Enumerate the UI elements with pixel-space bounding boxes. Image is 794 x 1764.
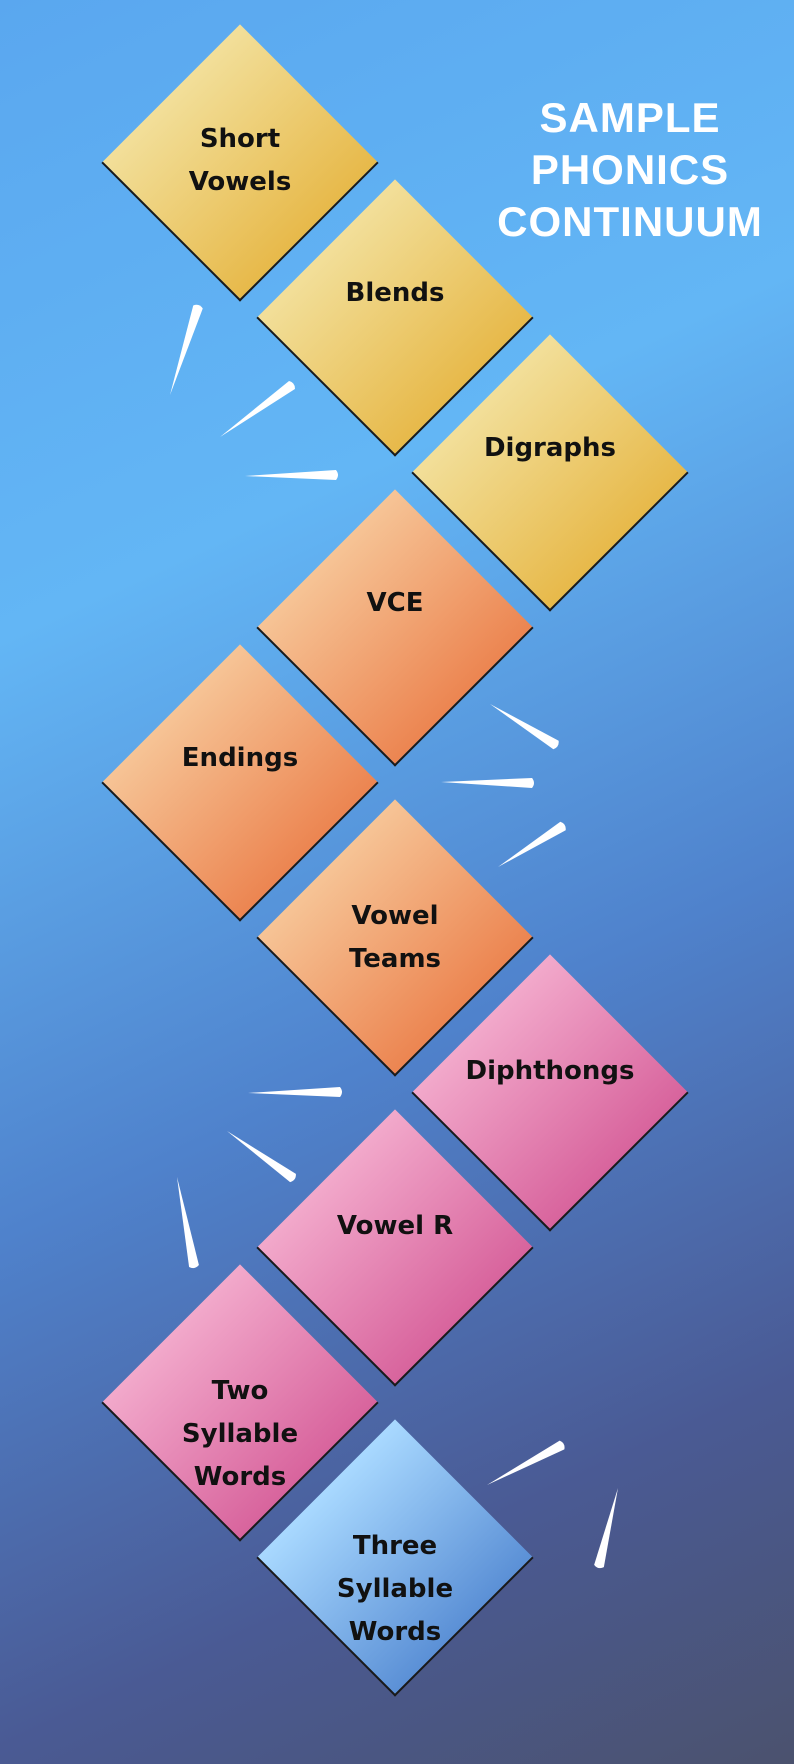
ray-2 [220,380,295,437]
title-line-3: CONTINUUM [497,198,763,245]
page-title: SAMPLE PHONICS CONTINUUM [480,92,780,248]
ray-10 [487,1440,565,1485]
ray-11 [594,1488,618,1569]
ray-7 [248,1087,343,1097]
step-label-diphthongs: Diphthongs [465,1056,635,1086]
step-label-digraphs: Digraphs [483,433,617,463]
ray-3 [245,470,339,480]
title-line-1: SAMPLE [539,94,721,141]
step-label-two-syllable-words: Two Syllable Words [181,1376,299,1492]
step-label-vowel-teams: Vowel Teams [348,901,442,974]
title-line-2: PHONICS [530,146,730,193]
step-label-short-vowels: Short Vowels [188,124,292,197]
step-label-vce: VCE [366,588,424,618]
ray-6 [498,821,566,867]
ray-8 [227,1131,296,1183]
ray-9 [177,1177,199,1269]
step-label-three-syllable-words: Three Syllable Words [336,1531,454,1647]
ray-5 [441,778,535,788]
ray-1 [170,304,203,395]
step-label-endings: Endings [181,743,299,773]
step-label-blends: Blends [345,278,445,308]
step-label-vowel-r: Vowel R [336,1211,454,1241]
ray-4 [490,704,559,750]
